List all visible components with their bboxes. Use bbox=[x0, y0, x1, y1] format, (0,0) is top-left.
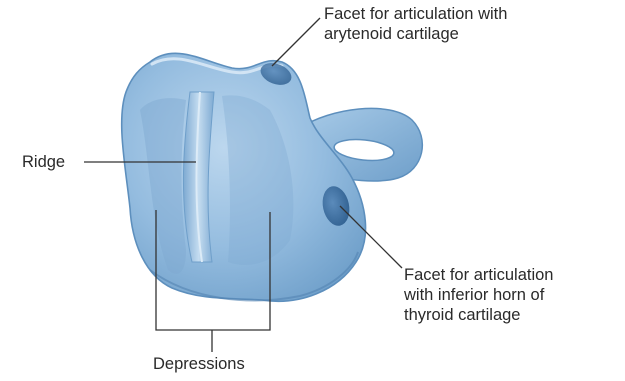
label-arytenoid-facet-line2: arytenoid cartilage bbox=[324, 24, 507, 44]
leader-line-arytenoid bbox=[272, 18, 320, 66]
label-thyroid-facet-line2: with inferior horn of bbox=[404, 285, 553, 305]
label-thyroid-facet: Facet for articulation with inferior hor… bbox=[404, 265, 553, 325]
label-arytenoid-facet: Facet for articulation with arytenoid ca… bbox=[324, 4, 507, 44]
cricoid-lamina bbox=[122, 53, 366, 301]
label-depressions: Depressions bbox=[153, 354, 245, 374]
label-thyroid-facet-line1: Facet for articulation bbox=[404, 265, 553, 285]
label-arytenoid-facet-line1: Facet for articulation with bbox=[324, 4, 507, 24]
label-thyroid-facet-line3: thyroid cartilage bbox=[404, 305, 553, 325]
label-ridge: Ridge bbox=[22, 152, 65, 172]
